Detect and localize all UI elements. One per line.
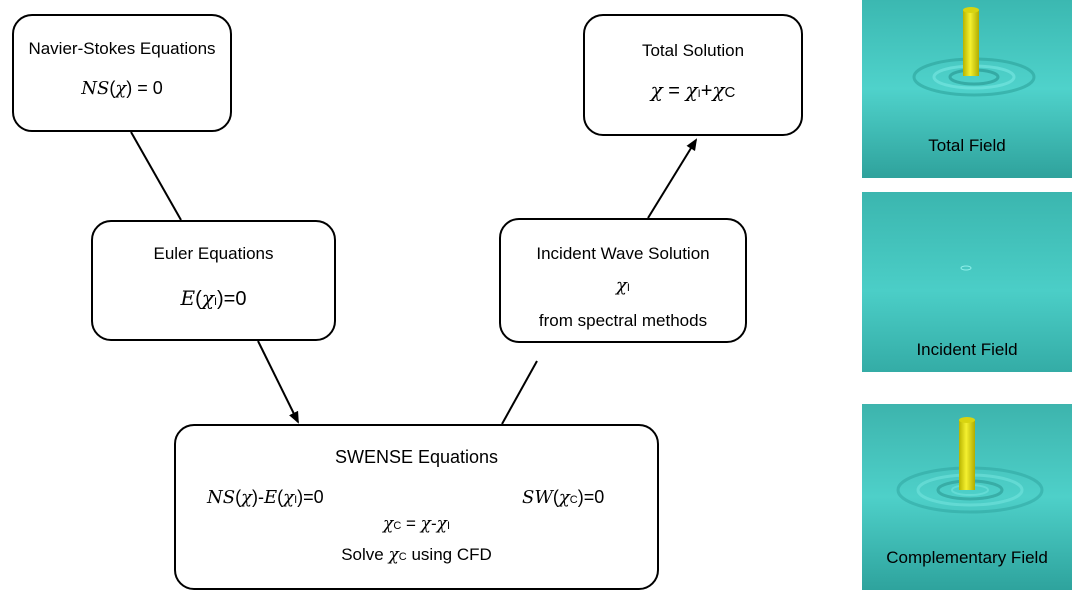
swense-box: SWENSE Equations NS(χ)-E(χI)=0 SW(χC)=0 … bbox=[174, 424, 659, 590]
incident-wave-box: Incident Wave Solution χI from spectral … bbox=[499, 218, 747, 343]
total-solution-title: Total Solution bbox=[641, 41, 745, 60]
euler-equation: E(χI)=0 bbox=[180, 286, 247, 310]
arrow-euler-to-swense bbox=[257, 340, 299, 424]
line-navier-to-euler bbox=[130, 131, 182, 221]
swense-title: SWENSE Equations bbox=[334, 447, 499, 467]
arrow-incident-to-total bbox=[647, 138, 698, 219]
navier-stokes-title: Navier-Stokes Equations bbox=[28, 39, 216, 58]
incident-wave-variable: χI bbox=[616, 275, 630, 296]
cylinder-footprint bbox=[960, 265, 972, 271]
cylinder bbox=[963, 10, 979, 76]
incident-wave-title: Incident Wave Solution bbox=[536, 244, 710, 263]
incident-field-render bbox=[862, 192, 1072, 372]
total-solution-equation: χ = χI+χC bbox=[650, 78, 736, 102]
total-field-label: Total Field bbox=[928, 136, 1006, 155]
total-field-panel: Total Field bbox=[862, 0, 1072, 178]
complementary-field-label: Complementary Field bbox=[886, 548, 1048, 567]
euler-box: Euler Equations E(χI)=0 bbox=[91, 220, 336, 341]
total-solution-box: Total Solution χ = χI+χC bbox=[583, 14, 803, 136]
total-field-render bbox=[862, 0, 1072, 178]
complementary-field-render bbox=[862, 404, 1072, 590]
navier-stokes-equation: NS(χ) = 0 bbox=[81, 78, 163, 99]
swense-decomposition: χC = χ-χI bbox=[383, 514, 450, 534]
incident-field-label: Incident Field bbox=[916, 340, 1018, 359]
swense-solve-note: Solve χC using CFD bbox=[341, 545, 492, 565]
cylinder bbox=[959, 420, 975, 490]
swense-left-equation: NS(χ)-E(χI)=0 bbox=[207, 487, 324, 508]
cylinder-top bbox=[959, 417, 975, 423]
line-swense-to-incident bbox=[501, 360, 538, 425]
swense-right-equation: SW(χC)=0 bbox=[522, 487, 605, 508]
navier-stokes-box: Navier-Stokes Equations NS(χ) = 0 bbox=[12, 14, 232, 132]
euler-title: Euler Equations bbox=[153, 244, 274, 263]
incident-wave-note: from spectral methods bbox=[538, 311, 708, 330]
complementary-field-panel: Complementary Field bbox=[862, 404, 1072, 590]
cylinder-top bbox=[963, 7, 979, 13]
incident-field-panel: Incident Field bbox=[862, 192, 1072, 372]
